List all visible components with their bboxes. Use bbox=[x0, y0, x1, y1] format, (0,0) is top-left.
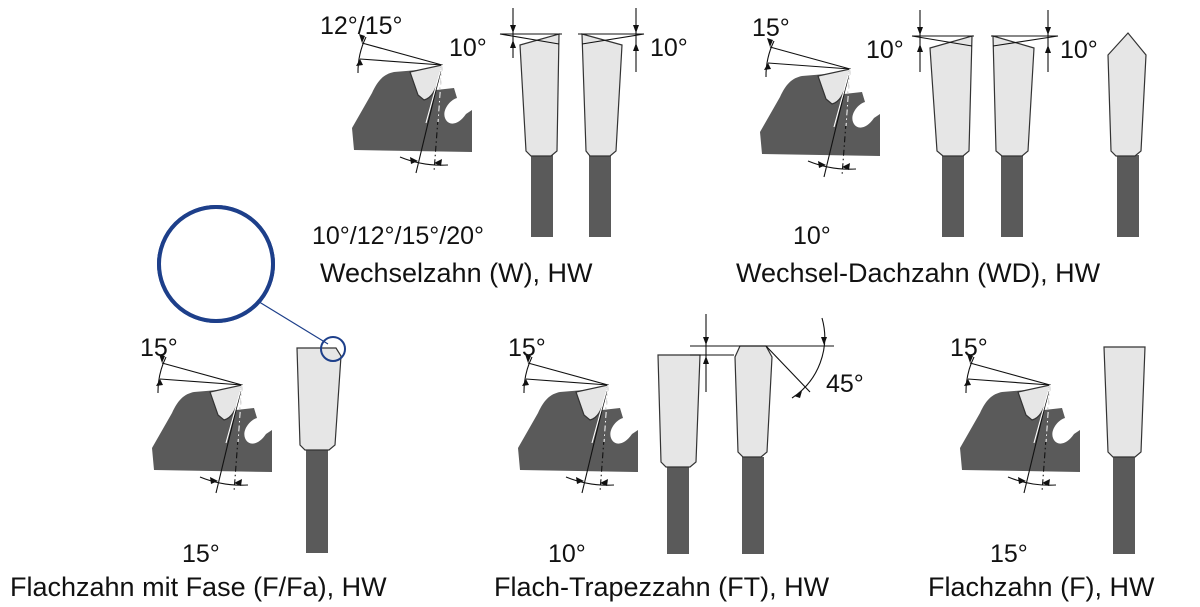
rake-angle-label: 12°/15° bbox=[320, 12, 403, 40]
caption-wechsel-dachzahn: Wechsel-Dachzahn (WD), HW bbox=[736, 258, 1101, 288]
diagram-wechselzahn: 12°/15° 10°/12°/15°/20° 10° 10° Wechselz… bbox=[312, 8, 688, 288]
caption-flach-trapezzahn: Flach-Trapezzahn (FT), HW bbox=[494, 572, 830, 602]
clearance-angle-label: 10° bbox=[793, 222, 831, 250]
side-view-tooth bbox=[759, 37, 881, 178]
diagram-wechsel-dachzahn: 15° 10° 10° 10° Wechsel-Dachzahn (WD), bbox=[736, 10, 1147, 288]
bevel-angle-left-label: 10° bbox=[449, 34, 487, 62]
caption-wechselzahn: Wechselzahn (W), HW bbox=[320, 258, 593, 288]
front-view-tooth-left bbox=[499, 8, 562, 237]
side-view-tooth bbox=[517, 353, 639, 494]
side-view-tooth bbox=[959, 353, 1081, 494]
clearance-angle-label: 15° bbox=[182, 540, 220, 568]
front-view-tooth-left bbox=[911, 10, 974, 237]
chamfer-angle-label: 45° bbox=[826, 370, 864, 398]
diagram-flach-trapezzahn: 15° 10° 45° Flach-Trapezzahn (FT), HW bbox=[494, 314, 864, 602]
clearance-angle-label: 15° bbox=[990, 540, 1028, 568]
rake-angle-label: 15° bbox=[950, 334, 988, 362]
front-view-trapezoid-tooth bbox=[690, 314, 834, 554]
clearance-angle-label: 10° bbox=[548, 540, 586, 568]
bevel-angle-left-label: 10° bbox=[866, 36, 904, 64]
diagram-flachzahn: 15° 15° Flachzahn (F), HW bbox=[928, 334, 1155, 602]
side-view-tooth bbox=[151, 353, 273, 494]
front-view-roof-tooth bbox=[1107, 32, 1147, 237]
clearance-angle-label: 10°/12°/15°/20° bbox=[312, 222, 484, 250]
front-view-tooth bbox=[1103, 346, 1146, 554]
rake-angle-label: 15° bbox=[140, 334, 178, 362]
bevel-angle-right-label: 10° bbox=[1060, 36, 1098, 64]
front-view-tooth bbox=[296, 347, 342, 553]
front-view-flat-tooth bbox=[657, 354, 701, 554]
rake-angle-label: 15° bbox=[508, 334, 546, 362]
bevel-angle-right-label: 10° bbox=[650, 34, 688, 62]
caption-flachzahn-mit-fase: Flachzahn mit Fase (F/Fa), HW bbox=[10, 572, 387, 602]
front-view-tooth-right bbox=[991, 10, 1059, 237]
front-view-tooth-right bbox=[578, 8, 645, 237]
rake-angle-label: 15° bbox=[752, 14, 790, 42]
caption-flachzahn: Flachzahn (F), HW bbox=[928, 572, 1155, 602]
